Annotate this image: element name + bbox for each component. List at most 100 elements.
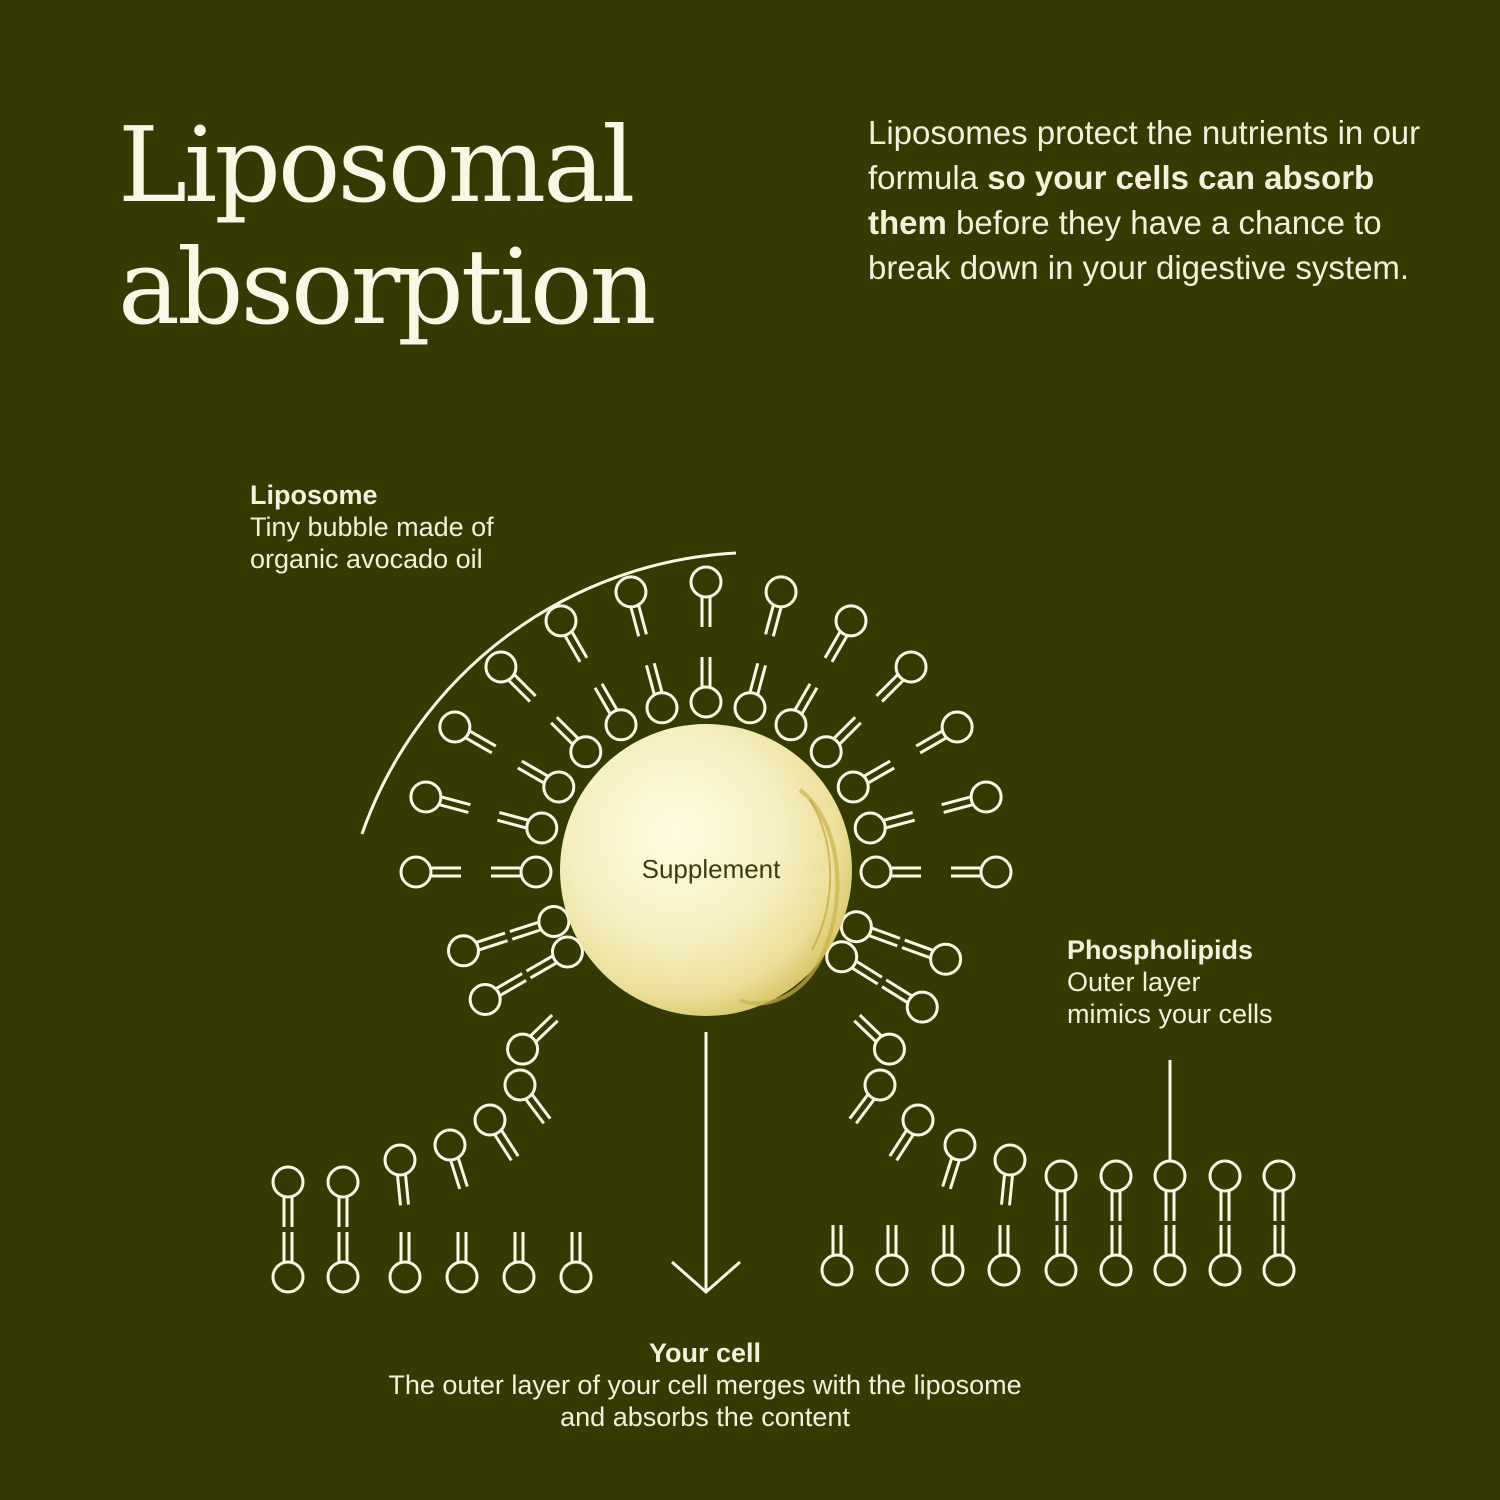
phospholipid-head	[764, 575, 798, 609]
cell-membrane-upper-phospholipid	[1153, 1159, 1187, 1221]
phospholipid-head	[1099, 1253, 1133, 1287]
phospholipid-head	[1153, 1253, 1187, 1287]
phospholipid-head	[853, 811, 887, 845]
liposome-outer-phospholipid	[544, 604, 589, 663]
phospholipid-tail	[524, 1098, 545, 1125]
cell-membrane-lower-phospholipid	[388, 1232, 422, 1294]
phospholipid-head	[559, 1260, 593, 1294]
liposome-inner-phospholipid	[593, 683, 638, 742]
phospholipid-head	[326, 1165, 360, 1199]
phospholipid-head	[894, 650, 928, 684]
phospholipid-head	[987, 1253, 1021, 1287]
phospholipid-tail	[495, 972, 523, 990]
liposome-outer-phospholipid	[438, 710, 497, 755]
phospholipid-head	[438, 710, 472, 744]
phospholipid-head	[399, 855, 433, 889]
cell-membrane-upper-phospholipid	[326, 1165, 360, 1227]
phospholipid-tail	[500, 1129, 520, 1157]
phospholipid-tail	[478, 939, 508, 952]
cell-membrane-lower-phospholipid	[987, 1225, 1021, 1287]
cell-membrane-lower-phospholipid	[931, 1225, 965, 1287]
phospholipid-tail	[793, 683, 812, 711]
phospholipid-tail	[764, 604, 775, 635]
merging-phospholipid	[993, 1143, 1027, 1206]
phospholipid-tail	[883, 811, 914, 822]
liposome-outer-phospholipid	[689, 565, 723, 627]
phospholipid-tail	[645, 664, 656, 695]
phospholipid-tail	[881, 985, 909, 1004]
cell-membrane-lower-phospholipid	[502, 1232, 536, 1294]
phospholipid-head	[943, 1128, 977, 1162]
phospholipid-tail	[404, 1174, 410, 1205]
merging-phospholipid	[383, 1143, 417, 1206]
intro-paragraph: Liposomes protect the nutrients in our f…	[868, 110, 1428, 290]
liposome-inner-phospholipid	[525, 935, 584, 980]
liposome-inner-phospholipid	[496, 811, 559, 845]
liposome-inner-phospholipid	[645, 662, 679, 725]
liposome-outer-phospholipid	[881, 978, 939, 1024]
merging-phospholipid	[433, 1128, 469, 1190]
cell-membrane-upper-phospholipid	[1099, 1159, 1133, 1221]
phospholipid-tail	[531, 1093, 552, 1120]
phospholipid-tail	[868, 934, 898, 948]
phospholipid-head	[863, 1068, 897, 1102]
phospholipid-tail	[1000, 1174, 1006, 1205]
phospholipid-tail	[863, 759, 891, 778]
cell-membrane-lower-phospholipid	[1099, 1225, 1133, 1287]
page-title: Liposomal absorption	[118, 104, 656, 348]
supplement-swirl-inner	[809, 799, 832, 951]
phospholipid-tail	[438, 803, 469, 814]
cell-desc-2: and absorbs the content	[560, 1402, 850, 1432]
liposome-outer-phospholipid	[506, 1013, 559, 1066]
liposome-inner-phospholipid	[839, 910, 901, 948]
phospholipid-head	[931, 1253, 965, 1287]
title-line-2: absorption	[118, 226, 656, 348]
phospholipid-head	[645, 691, 679, 725]
phospholipid-head	[503, 1068, 537, 1102]
phospholipid-head	[905, 990, 939, 1024]
phospholipid-tail	[756, 664, 767, 695]
phospholipid-tail	[465, 736, 493, 755]
phospholipid-head	[809, 735, 843, 769]
phospholipid-head	[820, 1253, 854, 1287]
phospholipid-head	[445, 1260, 479, 1294]
phospholipid-head	[1262, 1159, 1296, 1193]
phospholipid-head	[1044, 1253, 1078, 1287]
phospholipid-tail	[941, 1157, 954, 1188]
liposome-desc-1: Tiny bubble made of	[250, 512, 494, 542]
phospholipid-head	[544, 604, 578, 638]
phospholipid-tail	[476, 931, 506, 944]
liposome-desc-2: organic avocado oil	[250, 544, 483, 574]
phospholipid-tail	[525, 954, 554, 973]
phospholipid-tail	[496, 818, 527, 830]
phospholipid-head	[836, 770, 870, 804]
phospholipid-tail	[941, 795, 971, 807]
supplement-label: Supplement	[642, 854, 782, 884]
phospholipid-tail	[521, 759, 549, 778]
phospholipid-tail	[600, 683, 619, 711]
phospholipid-head	[839, 910, 873, 944]
title-line-1: Liposomal	[118, 104, 635, 226]
liposome-outer-phospholipid	[951, 855, 1013, 889]
phospholipid-tail	[771, 607, 783, 637]
phospholipid-tail	[441, 795, 471, 807]
liposome-outer-phospholipid	[764, 575, 798, 637]
liposome-inner-phospholipid	[509, 904, 571, 941]
phospholipid-tail	[855, 960, 883, 979]
intro-text-2: before they have a chance to break down …	[868, 204, 1410, 286]
cell-heading: Your cell	[648, 1338, 762, 1368]
phospholipid-tail	[885, 818, 916, 830]
liposome-inner-phospholipid	[853, 811, 916, 845]
cell-membrane-upper-phospholipid	[1044, 1159, 1078, 1221]
phospholipid-tail	[555, 716, 580, 740]
phospholipid-tail	[867, 766, 895, 785]
phospholipid-head	[326, 1260, 360, 1294]
phospholipid-head	[614, 575, 648, 609]
phospholipid-tail	[855, 1098, 876, 1125]
merging-phospholipid	[848, 1068, 897, 1125]
phospholipid-head	[446, 934, 480, 968]
phospholipid-head	[834, 604, 868, 638]
cell-callout: Your cell The outer layer of your cell m…	[330, 1337, 1080, 1433]
liposome-outer-phospholipid	[409, 780, 471, 814]
phospholipid-tail	[904, 938, 934, 952]
